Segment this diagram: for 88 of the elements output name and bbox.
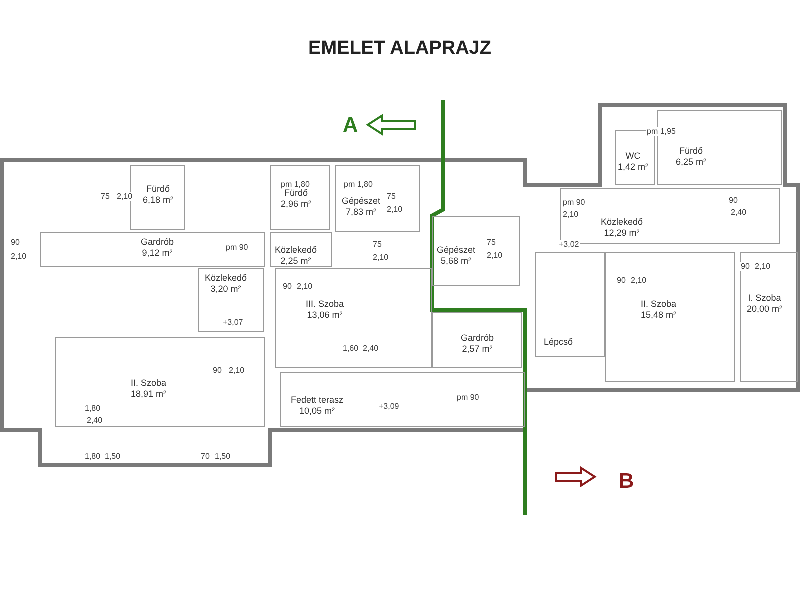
- dimension-label: 2,10: [630, 276, 648, 285]
- title: EMELET ALAPRAJZ: [308, 38, 492, 60]
- room-outline: [432, 216, 520, 286]
- dimension-label: 90: [282, 282, 293, 291]
- room-name: Gardrób: [141, 237, 174, 248]
- room-outline: [535, 252, 605, 357]
- dimension-label: 2,40: [362, 344, 380, 353]
- dimension-label: 2,10: [754, 262, 772, 271]
- dimension-label: 2,10: [116, 192, 134, 201]
- room-name: Fürdő: [284, 188, 310, 199]
- dimension-label: pm 1,80: [343, 180, 374, 189]
- section-letter: A: [342, 114, 360, 138]
- dimension-label: 2,10: [296, 282, 314, 291]
- room-name: III. Szoba: [306, 299, 344, 310]
- room-area: 9,12 m²: [141, 248, 174, 259]
- dimension-label: 2,40: [730, 208, 748, 217]
- dimension-label: pm 90: [225, 243, 250, 252]
- room-area: 7,83 m²: [342, 207, 381, 218]
- room-outline: [55, 337, 265, 427]
- room-area: 12,29 m²: [601, 228, 644, 239]
- room-name: Fürdő: [146, 184, 172, 195]
- dimension-label: 1,50: [214, 452, 232, 461]
- dimension-label: 90: [740, 262, 751, 271]
- dimension-label: 1,80: [84, 404, 102, 413]
- room-outline: [280, 372, 525, 427]
- room-name: Fedett terasz: [291, 395, 344, 406]
- room-area: 2,57 m²: [461, 344, 494, 355]
- dimension-label: pm 90: [456, 393, 480, 402]
- room-name: WC: [624, 151, 642, 162]
- dimension-label: 1,80: [84, 452, 102, 461]
- room-outline: [198, 268, 264, 332]
- dimension-label: 1,60: [342, 344, 360, 353]
- dimension-label: 2,10: [10, 252, 28, 261]
- room-name: Közlekedő: [601, 217, 644, 228]
- dimension-label: 75: [386, 192, 397, 201]
- room-name: Közlekedő: [205, 273, 248, 284]
- room-area: 5,68 m²: [437, 256, 476, 267]
- room-area: 2,25 m²: [275, 256, 318, 267]
- room-area: 13,06 m²: [306, 310, 344, 321]
- room-area: 2,96 m²: [281, 199, 312, 210]
- room-name: II. Szoba: [131, 378, 167, 389]
- dimension-label: 75: [100, 192, 111, 201]
- room-name: Közlekedő: [275, 245, 318, 256]
- dimension-label: 2,10: [486, 251, 504, 260]
- room-outline: [740, 252, 798, 382]
- room-outline: [335, 165, 420, 232]
- room-area: 6,18 m²: [143, 195, 174, 206]
- room-outline: [275, 268, 432, 368]
- room-area: 18,91 m²: [131, 389, 167, 400]
- room-name: Fürdő: [678, 146, 704, 157]
- room-name: Lépcső: [544, 337, 574, 348]
- room-outline: [40, 232, 265, 267]
- dimension-label: 75: [372, 240, 383, 249]
- room-area: 1,42 m²: [618, 162, 649, 173]
- room-name: I. Szoba: [747, 293, 782, 304]
- dimension-label: 70: [200, 452, 211, 461]
- dimension-label: +3,02: [558, 240, 580, 249]
- room-name: Gardrób: [461, 333, 494, 344]
- section-letter: B: [618, 470, 636, 494]
- room-area: 15,48 m²: [641, 310, 677, 321]
- dimension-label: 2,10: [562, 210, 580, 219]
- dimension-label: 2,40: [86, 416, 104, 425]
- room-outline: [432, 312, 522, 368]
- room-outline: [657, 110, 782, 185]
- dimension-label: 90: [728, 196, 739, 205]
- dimension-label: 90: [212, 366, 223, 375]
- room-area: 20,00 m²: [747, 304, 783, 315]
- room-outline: [605, 252, 735, 382]
- room-outline: [270, 165, 330, 230]
- room-name: Gépészet: [342, 196, 381, 207]
- dimension-label: 2,10: [386, 205, 404, 214]
- dimension-label: +3,09: [378, 402, 400, 411]
- room-name: Gépészet: [437, 245, 476, 256]
- dimension-label: 2,10: [372, 253, 390, 262]
- dimension-label: 90: [616, 276, 627, 285]
- room-area: 3,20 m²: [205, 284, 248, 295]
- dimension-label: 2,10: [228, 366, 246, 375]
- room-outline: [270, 232, 332, 267]
- room-name: II. Szoba: [641, 299, 677, 310]
- dimension-label: pm 90: [562, 198, 586, 207]
- dimension-label: pm 1,95: [646, 127, 677, 136]
- dimension-label: 1,50: [104, 452, 122, 461]
- room-area: 10,05 m²: [291, 406, 344, 417]
- dimension-label: 75: [486, 238, 497, 247]
- room-area: 6,25 m²: [676, 157, 707, 168]
- dimension-label: 90: [10, 238, 21, 247]
- dimension-label: +3,07: [222, 318, 244, 327]
- dimension-label: pm 1,80: [280, 180, 311, 189]
